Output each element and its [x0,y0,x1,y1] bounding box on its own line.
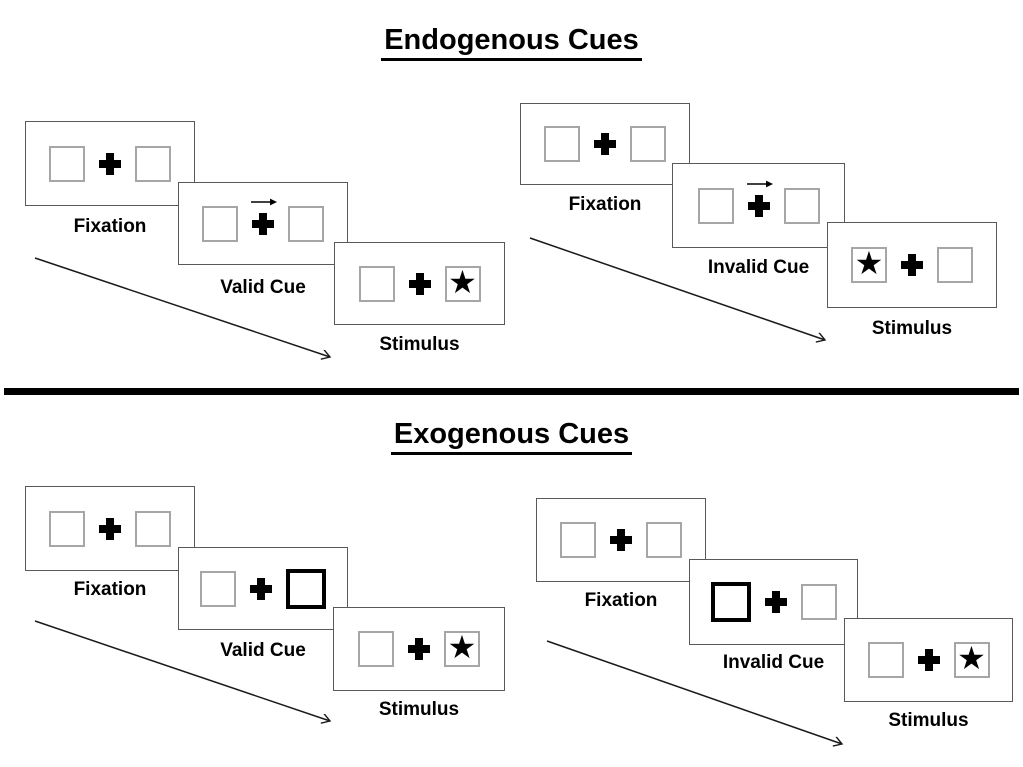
empty-box-left [697,187,734,224]
fixation-cross-icon [901,254,923,276]
fixation-cross-icon [594,133,616,155]
section-title-exogenous: Exogenous Cues [0,418,1023,455]
fixation-cross-icon [250,577,272,600]
invalid-cue-card [689,559,858,645]
empty-box-right [135,510,171,547]
step-label-valid-cue: Valid Cue [220,640,306,661]
step-label-fixation: Fixation [73,579,147,600]
empty-box-right [800,584,837,620]
valid-cue-card [178,182,348,265]
step-label-stimulus: Stimulus [379,334,460,355]
stimulus-card: ★ [334,242,505,325]
step-label-invalid-cue: Invalid Cue [722,652,825,673]
empty-box-left [560,522,596,558]
empty-box-left [358,631,394,667]
fixation-cross-icon [408,272,431,295]
star-box-right: ★ [444,631,480,667]
fixation-cross-icon [917,649,940,671]
section-title-text: Endogenous Cues [381,24,642,61]
empty-box-left [544,126,580,162]
fixation-card [536,498,706,582]
fixation-cross-icon [746,180,773,217]
step-label-fixation: Fixation [568,194,642,215]
fixation-cross-icon [610,529,632,551]
stimulus-card: ★ [333,607,505,691]
step-label-stimulus: Stimulus [871,318,953,339]
empty-box-left [49,145,85,182]
empty-box-right [630,126,666,162]
empty-box-right [783,187,820,224]
star-icon: ★ [957,639,986,677]
stimulus-card: ★ [827,222,997,308]
step-label-fixation: Fixation [73,216,147,237]
bold-cue-box-right [286,568,326,609]
section-title-endogenous: Endogenous Cues [0,24,1023,61]
timeline-arrow [34,620,330,721]
star-box-right: ★ [444,262,481,302]
star-box-right: ★ [953,639,990,678]
step-label-stimulus: Stimulus [378,699,460,720]
step-label-fixation: Fixation [584,590,658,611]
empty-box-left [200,570,236,607]
fixation-card [520,103,690,185]
invalid-cue-card [672,163,845,248]
step-label-stimulus: Stimulus [888,710,969,731]
step-label-invalid-cue: Invalid Cue [707,257,810,278]
timeline-arrow [529,237,825,340]
timeline-arrow [34,257,330,357]
section-title-text: Exogenous Cues [390,418,633,455]
empty-box-right [646,522,682,558]
empty-box-left [49,510,85,547]
fixation-card [25,121,195,206]
fixation-cross-icon [764,591,787,613]
fixation-cross-icon [99,517,121,540]
fixation-cross-icon [99,152,121,175]
empty-box-right [288,205,324,242]
star-icon: ★ [447,628,477,666]
fixation-cross-icon [251,198,278,235]
step-label-valid-cue: Valid Cue [220,277,306,298]
star-icon: ★ [854,244,884,282]
section-divider [4,388,1019,395]
right-arrow-cue-icon [746,180,773,187]
empty-box-right [937,247,973,283]
stimulus-card: ★ [844,618,1013,702]
fixation-card [25,486,195,571]
empty-box-left [867,642,904,678]
star-box-left: ★ [851,247,887,283]
valid-cue-card [178,547,348,630]
empty-box-left [358,265,395,302]
empty-box-right [135,145,171,182]
star-icon: ★ [448,262,477,301]
right-arrow-cue-icon [251,198,278,205]
fixation-cross-icon [408,638,430,660]
bold-cue-box-left [710,582,751,622]
empty-box-left [202,205,238,242]
